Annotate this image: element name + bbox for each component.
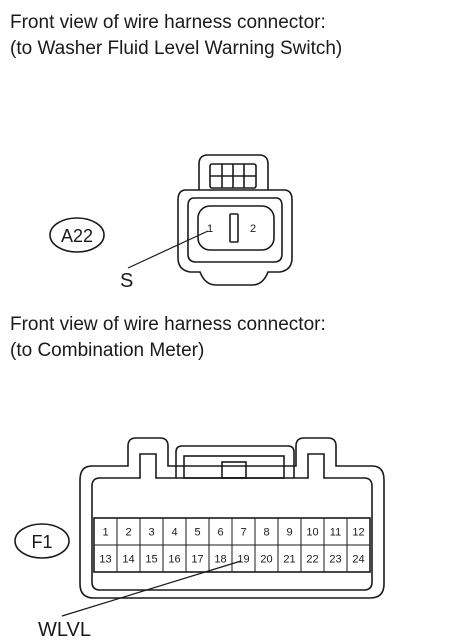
f1-pin-15: 15 bbox=[145, 554, 157, 566]
caption-line: (to Washer Fluid Level Warning Switch) bbox=[10, 38, 343, 59]
housing-inner bbox=[91, 453, 373, 591]
caption-combination-meter: Front view of wire harness connector: (t… bbox=[10, 312, 326, 364]
callout-line bbox=[127, 230, 209, 269]
f1-pin-14: 14 bbox=[122, 554, 134, 566]
connector-f1 bbox=[14, 437, 385, 617]
caption-line: Front view of wire harness connector: bbox=[10, 314, 326, 335]
f1-pin-9: 9 bbox=[286, 527, 292, 539]
f1-pin-5: 5 bbox=[194, 527, 200, 539]
connector-id-ellipse bbox=[49, 217, 105, 253]
f1-pin-3: 3 bbox=[148, 527, 154, 539]
f1-pin-16: 16 bbox=[168, 554, 180, 566]
f1-pin-8: 8 bbox=[263, 527, 269, 539]
f1-pin-22: 22 bbox=[306, 554, 318, 566]
lock-tab bbox=[221, 461, 247, 479]
f1-pin-4: 4 bbox=[171, 527, 177, 539]
a22-pin-1: 1 bbox=[207, 223, 213, 235]
f1-callout-label: WLVL bbox=[38, 619, 91, 641]
f1-pin-18: 18 bbox=[214, 554, 226, 566]
caption-line: (to Combination Meter) bbox=[10, 340, 205, 361]
lock-outline bbox=[175, 445, 295, 478]
caption-line: Front view of wire harness connector: bbox=[10, 12, 326, 33]
pin-grid-lines bbox=[94, 518, 370, 572]
center-key bbox=[229, 213, 239, 243]
f1-pin-20: 20 bbox=[260, 554, 272, 566]
f1-pin-21: 21 bbox=[283, 554, 295, 566]
a22-callout-label: S bbox=[120, 270, 133, 292]
f1-pin-19: 19 bbox=[237, 554, 249, 566]
f1-pin-6: 6 bbox=[217, 527, 223, 539]
a22-pin-2: 2 bbox=[250, 223, 256, 235]
f1-pin-11: 11 bbox=[330, 527, 341, 539]
lock-inner bbox=[183, 455, 285, 479]
housing-outer bbox=[177, 189, 293, 286]
f1-pin-13: 13 bbox=[99, 554, 111, 566]
f1-pin-17: 17 bbox=[191, 554, 203, 566]
f1-pin-2: 2 bbox=[125, 527, 131, 539]
caption-washer-switch: Front view of wire harness connector: (t… bbox=[10, 10, 342, 62]
connector-a22 bbox=[49, 154, 293, 286]
f1-pin-7: 7 bbox=[240, 527, 246, 539]
housing-inner bbox=[187, 197, 283, 263]
a22-id-label: A22 bbox=[61, 226, 93, 246]
f1-id-label: F1 bbox=[31, 532, 52, 552]
f1-pin-12: 12 bbox=[352, 527, 364, 539]
f1-pin-1: 1 bbox=[102, 527, 108, 539]
f1-pin-10: 10 bbox=[306, 527, 318, 539]
callout-line bbox=[61, 560, 242, 617]
latch-outline bbox=[198, 154, 269, 190]
f1-pin-24: 24 bbox=[352, 554, 364, 566]
connector-id-ellipse bbox=[14, 523, 70, 559]
f1-pin-23: 23 bbox=[329, 554, 341, 566]
pin-cavity bbox=[197, 205, 275, 251]
housing-outer bbox=[79, 437, 385, 599]
